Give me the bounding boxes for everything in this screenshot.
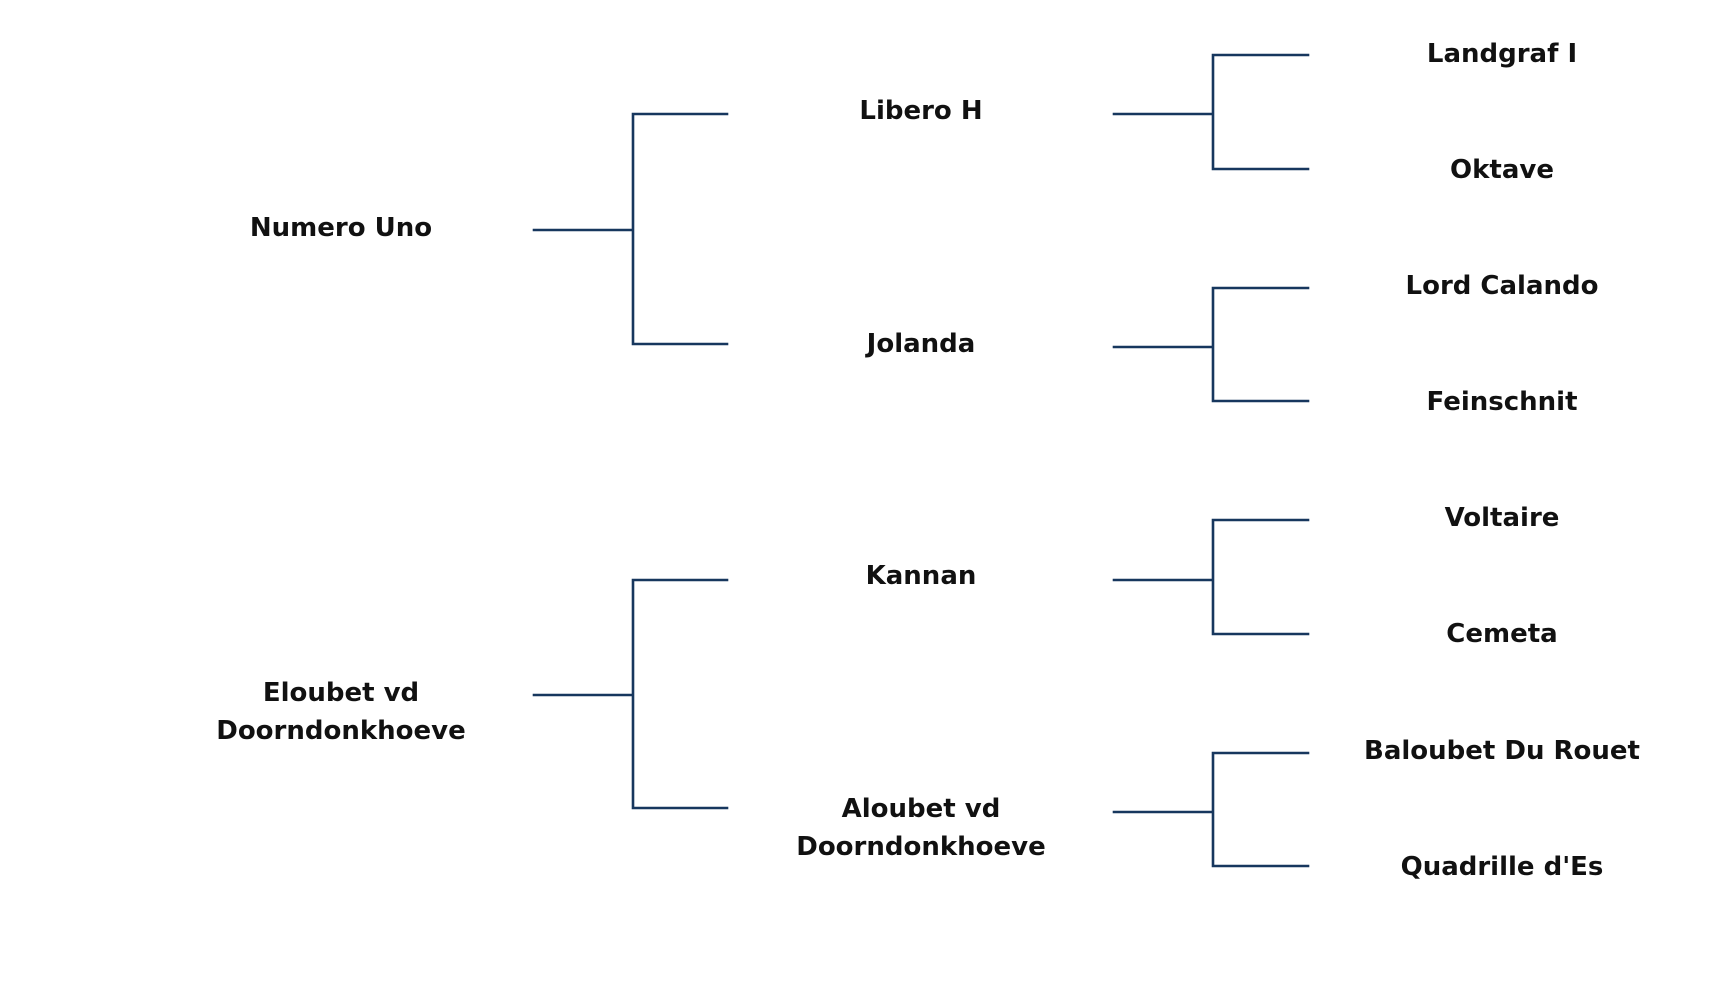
- horse-name: Jolanda: [867, 325, 976, 363]
- name-line: Numero Uno: [249, 213, 433, 243]
- horse-name: Quadrille d'Es: [1401, 848, 1604, 886]
- name-line: Libero H: [859, 96, 983, 126]
- horse-name: Libero H: [859, 92, 982, 130]
- name-line: Quadrille d'Es: [1400, 852, 1604, 882]
- name-line: Doorndonkhoeve: [216, 716, 466, 746]
- horse-name: Landgraf I: [1427, 35, 1577, 73]
- name-line: Eloubet vd: [262, 678, 420, 708]
- name-line: Lord Calando: [1405, 271, 1599, 301]
- horse-name: Aloubet vd Doorndonkhoeve: [796, 790, 1046, 866]
- horse-name: Voltaire: [1445, 499, 1560, 537]
- horse-name: Eloubet vd Doorndonkhoeve: [216, 674, 466, 750]
- bracket-jolanda: [1112, 286, 1310, 403]
- horse-name: Oktave: [1450, 151, 1554, 189]
- horse-name: Numero Uno: [250, 209, 432, 247]
- horse-name: Lord Calando: [1406, 267, 1599, 305]
- name-line: Voltaire: [1444, 503, 1560, 533]
- horse-name: Cemeta: [1446, 615, 1557, 653]
- horse-name: Baloubet Du Rouet: [1364, 732, 1640, 770]
- horse-name: Feinschnit: [1426, 383, 1577, 421]
- bracket-eloubet: [532, 578, 729, 810]
- bracket-kannan: [1112, 518, 1310, 636]
- name-line: Feinschnit: [1426, 387, 1578, 417]
- bracket-numero-uno: [532, 112, 729, 346]
- name-line: Jolanda: [866, 329, 976, 359]
- name-line: Oktave: [1450, 155, 1554, 185]
- name-line: Doorndonkhoeve: [796, 832, 1046, 862]
- bracket-libero-h: [1112, 53, 1310, 171]
- horse-name: Kannan: [866, 557, 977, 595]
- name-line: Landgraf I: [1426, 39, 1578, 69]
- name-line: Aloubet vd: [841, 794, 1001, 824]
- bracket-aloubet: [1112, 751, 1310, 868]
- name-line: Kannan: [865, 561, 977, 591]
- name-line: Cemeta: [1446, 619, 1558, 649]
- name-line: Baloubet Du Rouet: [1364, 736, 1640, 766]
